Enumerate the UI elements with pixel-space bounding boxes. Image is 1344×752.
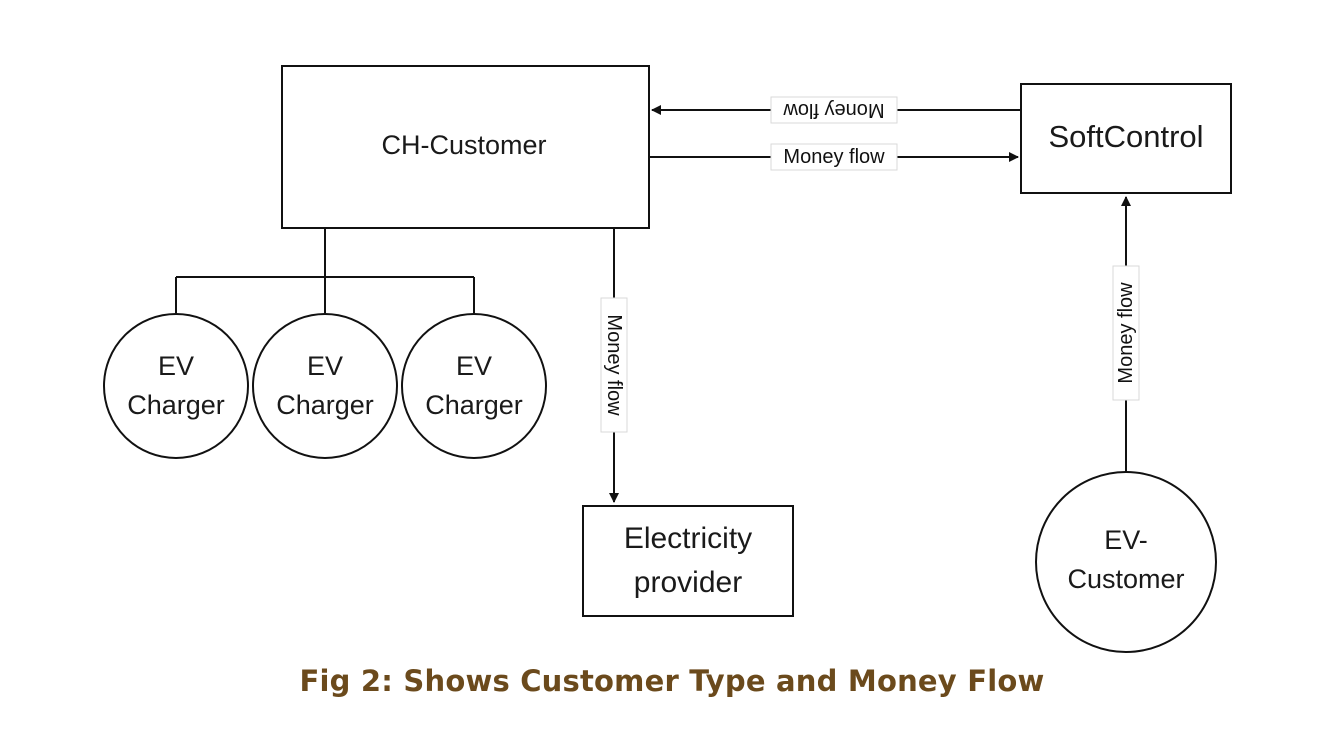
edge-ch-to-provider: Money flow	[600, 228, 628, 503]
ev-charger-3-line-1: EV	[456, 351, 492, 381]
ev-charger-1-line-2: Charger	[127, 390, 225, 420]
electricity-provider-line-2: provider	[634, 566, 742, 599]
figure-caption: Fig 2: Shows Customer Type and Money Flo…	[299, 664, 1045, 698]
ev-customer-line-1: EV-	[1104, 525, 1148, 555]
ev-charger-2-line-1: EV	[307, 351, 343, 381]
charger-connector	[175, 228, 475, 313]
ev-charger-2-line-2: Charger	[276, 390, 374, 420]
ev-charger-1-line-1: EV	[158, 351, 194, 381]
electricity-provider-node: Electricity provider	[582, 505, 794, 617]
ev-customer-node: EV- Customer	[1035, 471, 1217, 653]
ev-charger-node-2: EV Charger	[252, 313, 398, 459]
softcontrol-label: SoftControl	[1048, 119, 1203, 154]
ev-customer-line-2: Customer	[1067, 564, 1184, 594]
edge-label-ch-to-provider: Money flow	[603, 314, 625, 416]
ev-charger-node-3: EV Charger	[401, 313, 547, 459]
ev-charger-node-1: EV Charger	[103, 313, 249, 459]
ch-customer-label: CH-Customer	[381, 130, 546, 160]
edge-ch-to-softcontrol: Money flow	[649, 143, 1019, 171]
edge-label-ch-to-softcontrol: Money flow	[783, 146, 885, 168]
edge-evcustomer-to-softcontrol: Money flow	[1112, 196, 1140, 472]
ev-charger-3-line-2: Charger	[425, 390, 523, 420]
softcontrol-node: SoftControl	[1020, 83, 1232, 194]
edge-label-evcustomer-to-softcontrol: Money flow	[1115, 282, 1137, 384]
ch-customer-node: CH-Customer	[281, 65, 650, 229]
edge-label-softcontrol-to-ch: Money flow	[783, 99, 885, 121]
edge-softcontrol-to-ch: Money flow	[651, 96, 1021, 124]
electricity-provider-line-1: Electricity	[624, 522, 752, 555]
